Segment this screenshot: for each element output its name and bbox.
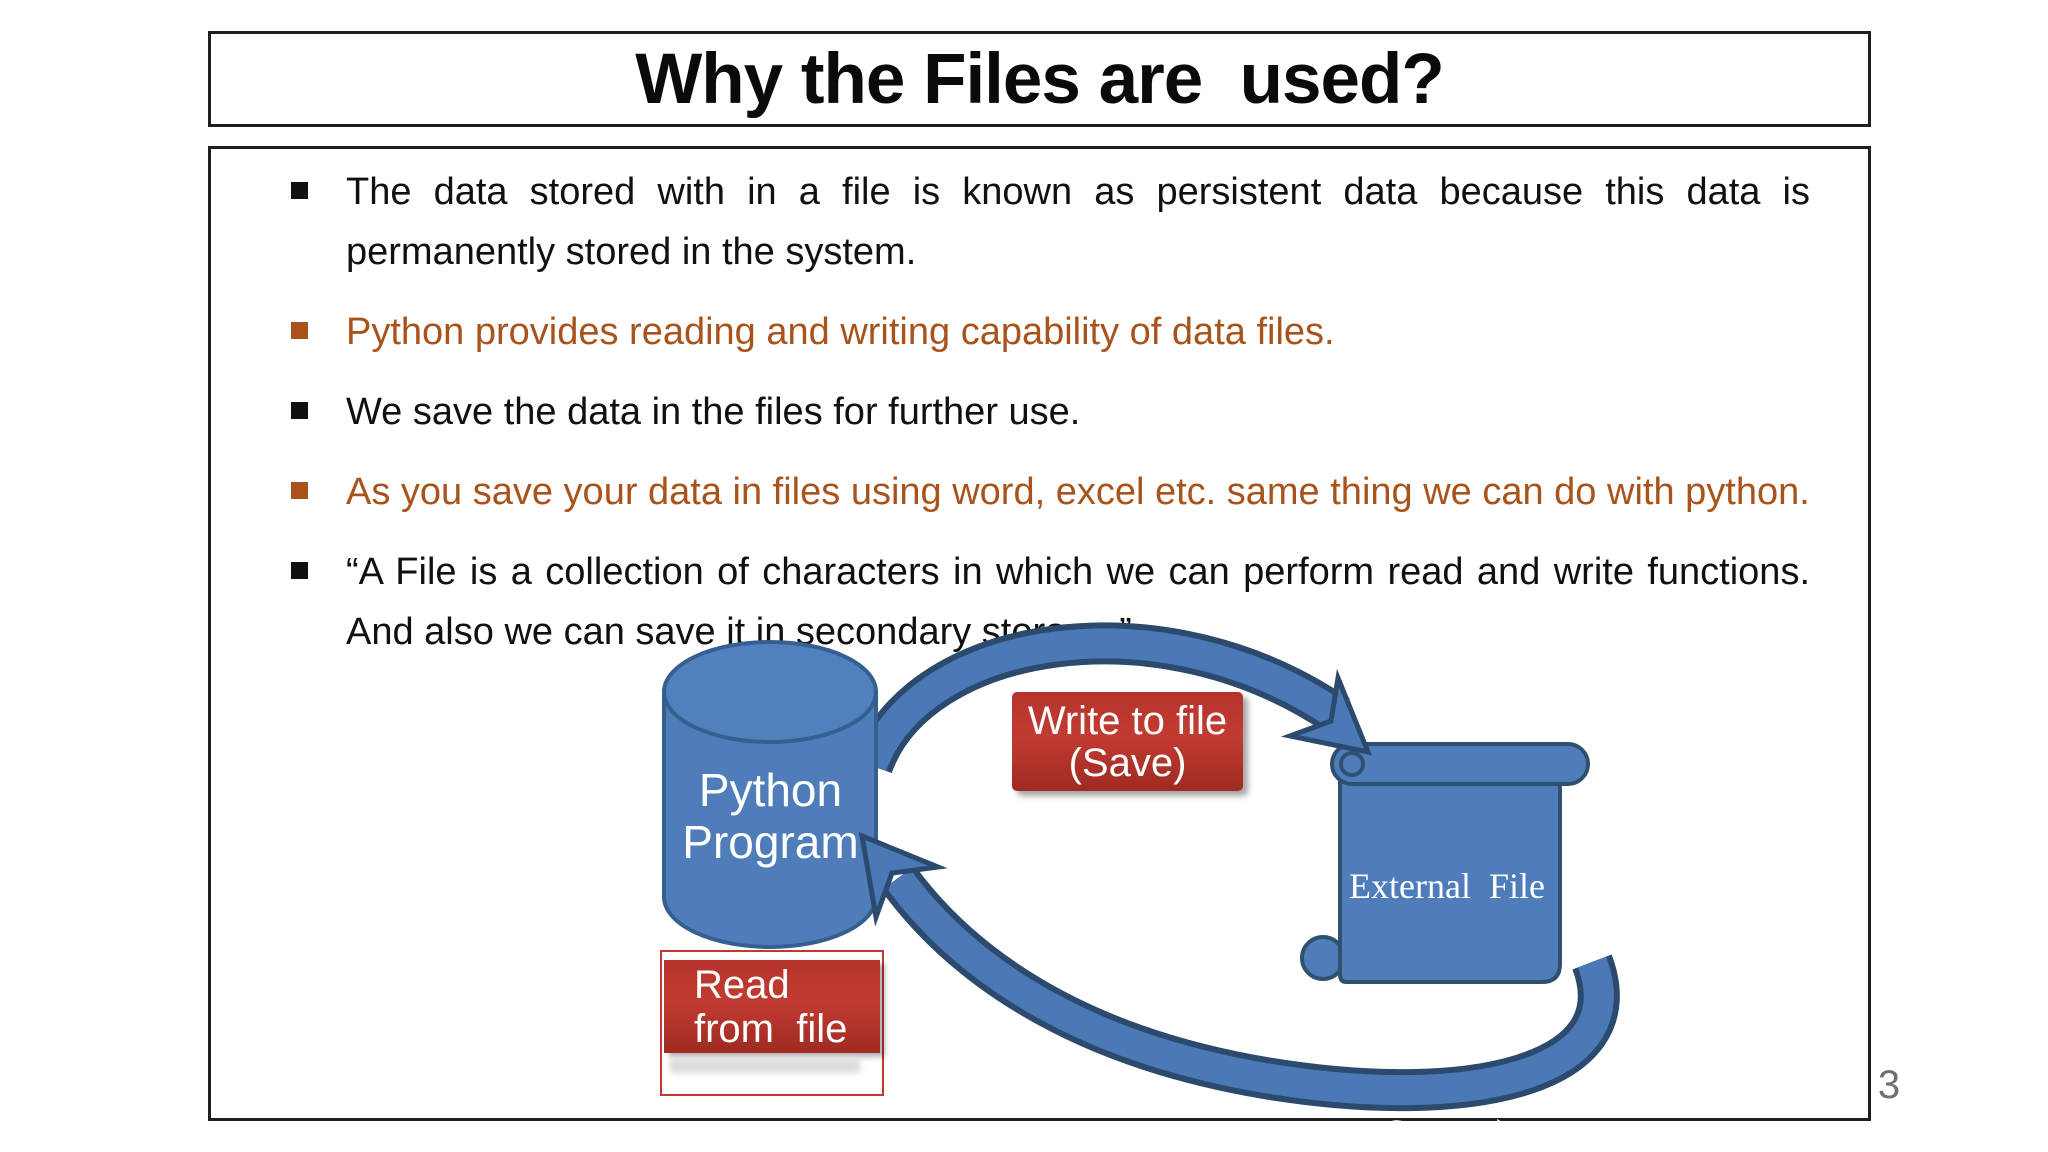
- external-file-line3: Storage): [1386, 1112, 1508, 1152]
- external-file-label: External File (Secondary Storage): [1339, 784, 1555, 1152]
- bullet-list: The data stored with in a file is known …: [211, 149, 1868, 662]
- bullet-item-1: The data stored with in a file is known …: [291, 162, 1810, 282]
- write-to-file-box: Write to file (Save): [1012, 692, 1243, 791]
- external-file-line1: External File: [1349, 866, 1545, 906]
- faded-ghost-text: [670, 1058, 860, 1073]
- bullet-item-4: As you save your data in files using wor…: [291, 462, 1810, 522]
- python-program-label: Python Program: [664, 764, 877, 868]
- content-box: The data stored with in a file is known …: [208, 146, 1871, 1121]
- write-arrow-body: [852, 622, 1350, 774]
- python-cylinder-shape: [662, 640, 878, 949]
- read-from-file-placeholder: Read from file: [660, 950, 884, 1096]
- python-program-label-line1: Python: [698, 764, 843, 816]
- write-arrow-head: [1280, 668, 1373, 756]
- page-number: 3: [1877, 1063, 1901, 1107]
- external-file-line2: (Secondary: [1365, 989, 1529, 1029]
- read-from-file-line2: from file: [694, 1006, 848, 1051]
- bullet-item-2: Python provides reading and writing capa…: [291, 302, 1810, 362]
- read-from-file-box: Read from file: [664, 960, 880, 1053]
- read-arrow-head: [858, 831, 948, 927]
- slide-title: Why the Files are used?: [635, 39, 1444, 119]
- write-to-file-line1: Write to file: [1027, 698, 1228, 743]
- python-program-label-line2: Program: [682, 816, 859, 868]
- write-to-file-line2: (Save): [1068, 740, 1187, 785]
- external-file-scroll-shape: [1300, 742, 1590, 984]
- read-arrow: [858, 831, 1620, 1112]
- title-box: Why the Files are used?: [208, 31, 1871, 127]
- read-from-file-line1: Read: [694, 962, 790, 1007]
- bullet-item-3: We save the data in the files for furthe…: [291, 382, 1810, 442]
